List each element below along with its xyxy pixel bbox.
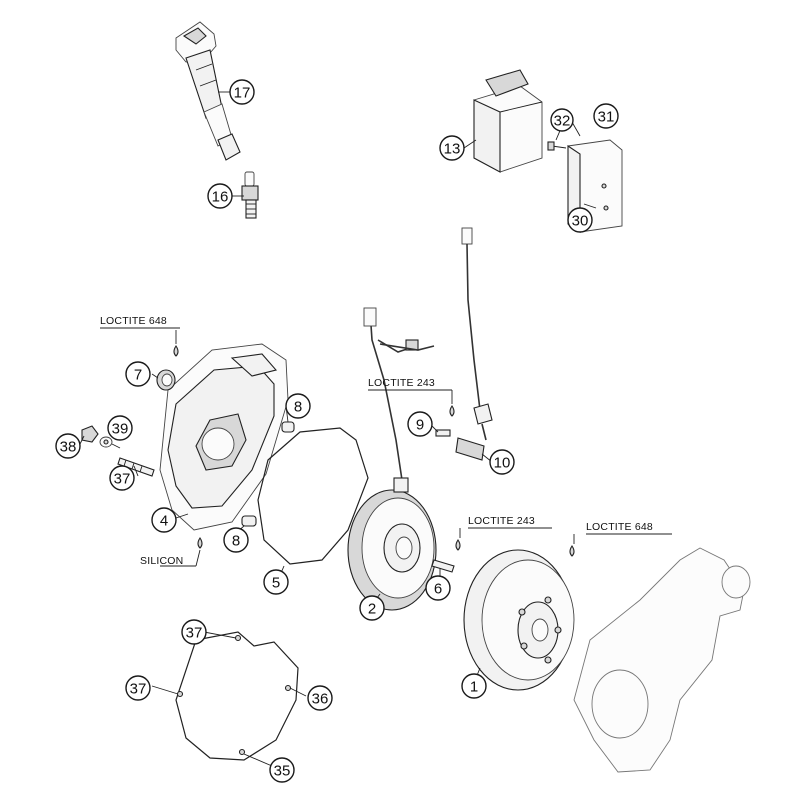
loctite-648-note-top: LOCTITE 648 <box>100 315 167 327</box>
loctite-drop-top <box>173 345 179 357</box>
svg-text:1: 1 <box>470 679 478 696</box>
callout-1: 1 <box>461 673 487 699</box>
svg-text:35: 35 <box>274 763 291 780</box>
svg-text:8: 8 <box>294 399 302 416</box>
callout-16: 16 <box>207 183 233 209</box>
svg-text:13: 13 <box>444 141 461 158</box>
svg-text:5: 5 <box>272 575 280 592</box>
callout-7: 7 <box>125 361 151 387</box>
stator-wire-harness <box>363 307 435 481</box>
svg-text:7: 7 <box>134 367 142 384</box>
outer-cover-gasket <box>175 631 299 761</box>
seal-ring <box>156 369 176 391</box>
callout-9: 9 <box>407 411 433 437</box>
bracket-screw <box>547 141 567 151</box>
cover-gasket <box>257 427 369 565</box>
svg-text:16: 16 <box>212 189 229 206</box>
callout-36: 36 <box>307 685 333 711</box>
callout-8-lower: 8 <box>223 527 249 553</box>
stator-screw <box>431 559 455 573</box>
callout-35: 35 <box>269 757 295 783</box>
callout-30: 30 <box>567 207 593 233</box>
svg-text:37: 37 <box>186 625 203 642</box>
callout-31: 31 <box>593 103 619 129</box>
callout-6: 6 <box>425 575 451 601</box>
spark-plug <box>241 171 259 219</box>
loctite-drop-low <box>455 539 461 551</box>
cover-screw <box>117 457 155 477</box>
svg-text:17: 17 <box>234 85 251 102</box>
dowel-pin-upper <box>281 421 295 433</box>
callout-8-upper: 8 <box>285 393 311 419</box>
ignition-cover <box>159 343 289 531</box>
svg-text:2: 2 <box>368 601 376 618</box>
cdi-unit <box>473 69 543 173</box>
silicon-drop <box>197 537 203 549</box>
flywheel <box>463 549 575 691</box>
callout-17: 17 <box>229 79 255 105</box>
dowel-pin-lower <box>241 515 257 527</box>
callout-10: 10 <box>489 449 515 475</box>
pulse-generator-screw <box>435 429 451 437</box>
callout-39: 39 <box>107 415 133 441</box>
pulse-generator <box>455 227 493 461</box>
leader-lines <box>79 91 672 767</box>
ignition-coil <box>175 21 241 161</box>
loctite-drop-mid <box>449 405 455 417</box>
svg-text:30: 30 <box>572 213 589 230</box>
callout-4: 4 <box>151 507 177 533</box>
loctite-243-note-low: LOCTITE 243 <box>468 515 535 527</box>
svg-text:4: 4 <box>160 513 168 530</box>
svg-text:36: 36 <box>312 691 329 708</box>
svg-text:39: 39 <box>112 421 129 438</box>
svg-text:37: 37 <box>114 471 131 488</box>
svg-text:8: 8 <box>232 533 240 550</box>
nut <box>81 425 99 443</box>
svg-text:10: 10 <box>494 455 511 472</box>
stator <box>347 477 437 611</box>
callout-5: 5 <box>263 569 289 595</box>
callout-37-screw: 37 <box>109 465 135 491</box>
loctite-drop-right <box>569 545 575 557</box>
callout-32: 32 <box>550 108 574 132</box>
svg-text:32: 32 <box>554 113 571 130</box>
svg-text:9: 9 <box>416 417 424 434</box>
engine-case <box>573 547 751 773</box>
loctite-648-note-right: LOCTITE 648 <box>586 521 653 533</box>
callout-38: 38 <box>55 433 81 459</box>
callout-2: 2 <box>359 595 385 621</box>
svg-text:38: 38 <box>60 439 77 456</box>
silicon-note: SILICON <box>140 555 183 567</box>
callout-37-top: 37 <box>181 619 207 645</box>
callout-37-left: 37 <box>125 675 151 701</box>
callout-13: 13 <box>439 135 465 161</box>
loctite-243-note-mid: LOCTITE 243 <box>368 377 435 389</box>
svg-text:6: 6 <box>434 581 442 598</box>
svg-text:37: 37 <box>130 681 147 698</box>
svg-text:31: 31 <box>598 109 615 126</box>
washer <box>99 436 113 448</box>
